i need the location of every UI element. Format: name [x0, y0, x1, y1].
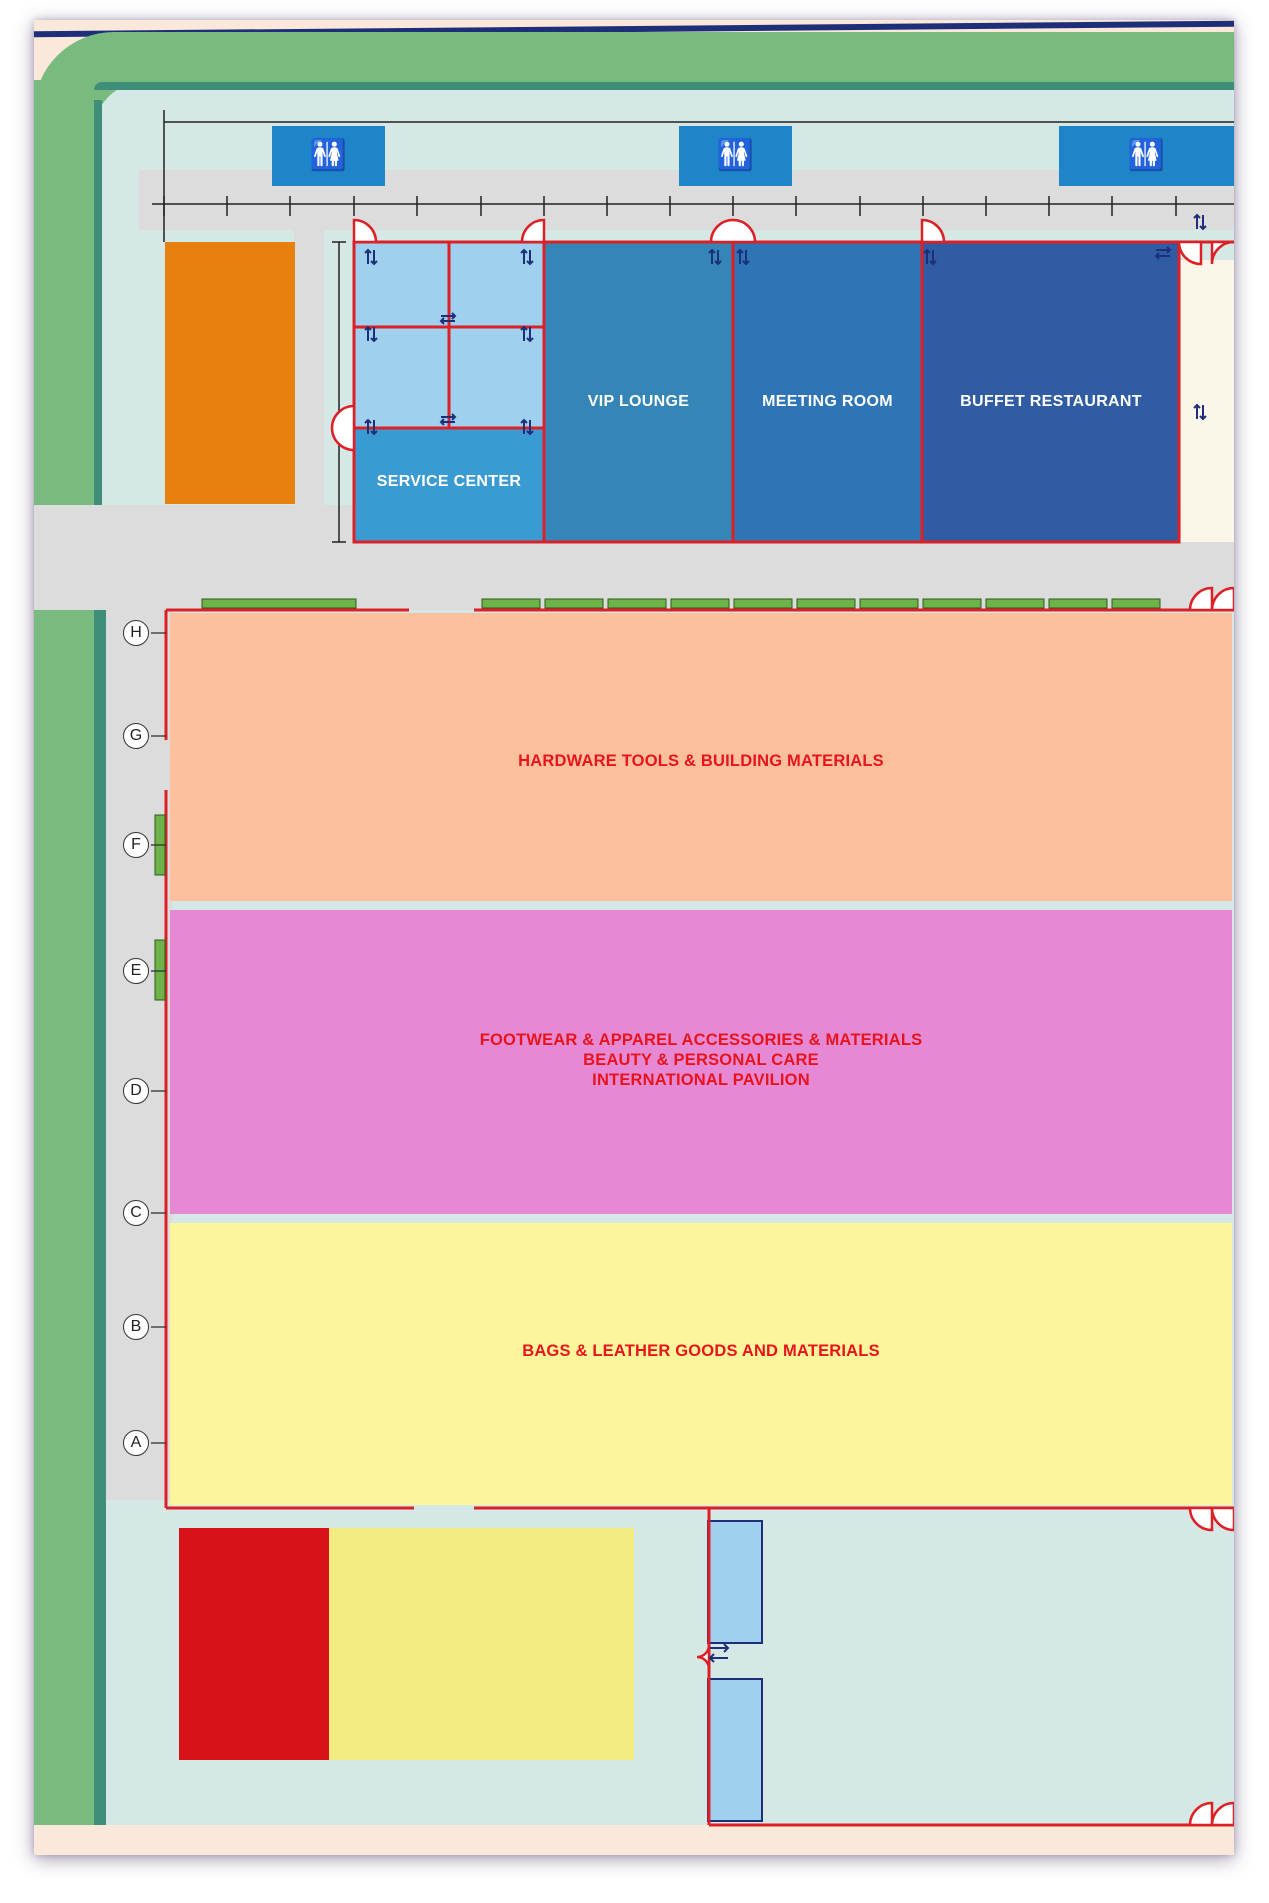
meeting-room-label: MEETING ROOM — [762, 393, 893, 410]
zone-line: FOOTWEAR & APPAREL ACCESSORIES & MATERIA… — [479, 1031, 923, 1049]
hall-footwear: FOOTWEAR & APPAREL ACCESSORIES & MATERIA… — [170, 910, 1232, 1214]
hall-bags-label: BAGS & LEATHER GOODS AND MATERIALS — [170, 1341, 1232, 1361]
bottom-band — [34, 1825, 1234, 1855]
zone-line: BEAUTY & PERSONAL CARE — [583, 1051, 819, 1069]
corridor-cream — [1181, 260, 1234, 542]
inner-edge-top — [94, 82, 1234, 90]
hall-hardware: HARDWARE TOOLS & BUILDING MATERIALS — [170, 613, 1232, 901]
grid-axis-b: B — [123, 1314, 149, 1340]
green-belt-lower — [34, 610, 89, 1825]
inner-edge-lower — [98, 610, 106, 1825]
zone-line: INTERNATIONAL PAVILION — [592, 1071, 810, 1089]
yellow-block — [329, 1528, 634, 1760]
zone-line: BAGS & LEATHER GOODS AND MATERIALS — [522, 1342, 880, 1360]
service-center-label: SERVICE CENTER — [376, 473, 522, 490]
buffet-restaurant: BUFFET RESTAURANT — [923, 243, 1179, 542]
plan-lines — [151, 110, 1234, 1827]
zone-line: HARDWARE TOOLS & BUILDING MATERIALS — [518, 752, 884, 770]
restroom-icon: 🚻 — [1059, 126, 1234, 186]
service-center: SERVICE CENTER — [355, 428, 543, 542]
meeting-room: MEETING ROOM — [734, 243, 921, 542]
grid-axis-a: A — [123, 1430, 149, 1456]
hall-hardware-label: HARDWARE TOOLS & BUILDING MATERIALS — [170, 751, 1232, 771]
red-block — [179, 1528, 329, 1760]
up-down-arrows-icon — [364, 213, 1207, 1663]
buffet-restaurant-label: BUFFET RESTAURANT — [960, 393, 1142, 410]
grid-axis-f: F — [123, 832, 149, 858]
orange-block — [165, 242, 295, 504]
vip-lounge: VIP LOUNGE — [545, 243, 732, 542]
restroom-icon: 🚻 — [272, 126, 385, 186]
grid-axis-g: G — [123, 723, 149, 749]
hall-bags: BAGS & LEATHER GOODS AND MATERIALS — [170, 1223, 1232, 1505]
vip-lounge-label: VIP LOUNGE — [587, 393, 690, 410]
hall-footwear-label: FOOTWEAR & APPAREL ACCESSORIES & MATERIA… — [170, 1030, 1232, 1090]
grid-axis-h: H — [123, 620, 149, 646]
floor-plan-frame: 🚻 🚻 🚻 SERVICE CENTER VIP LOUNGE MEETING … — [34, 20, 1234, 1855]
grid-axis-c: C — [123, 1200, 149, 1226]
grid-axis-e: E — [123, 958, 149, 984]
restroom-icon: 🚻 — [679, 126, 792, 186]
grid-axis-d: D — [123, 1078, 149, 1104]
road-column — [294, 230, 324, 505]
road-left — [102, 600, 172, 1500]
